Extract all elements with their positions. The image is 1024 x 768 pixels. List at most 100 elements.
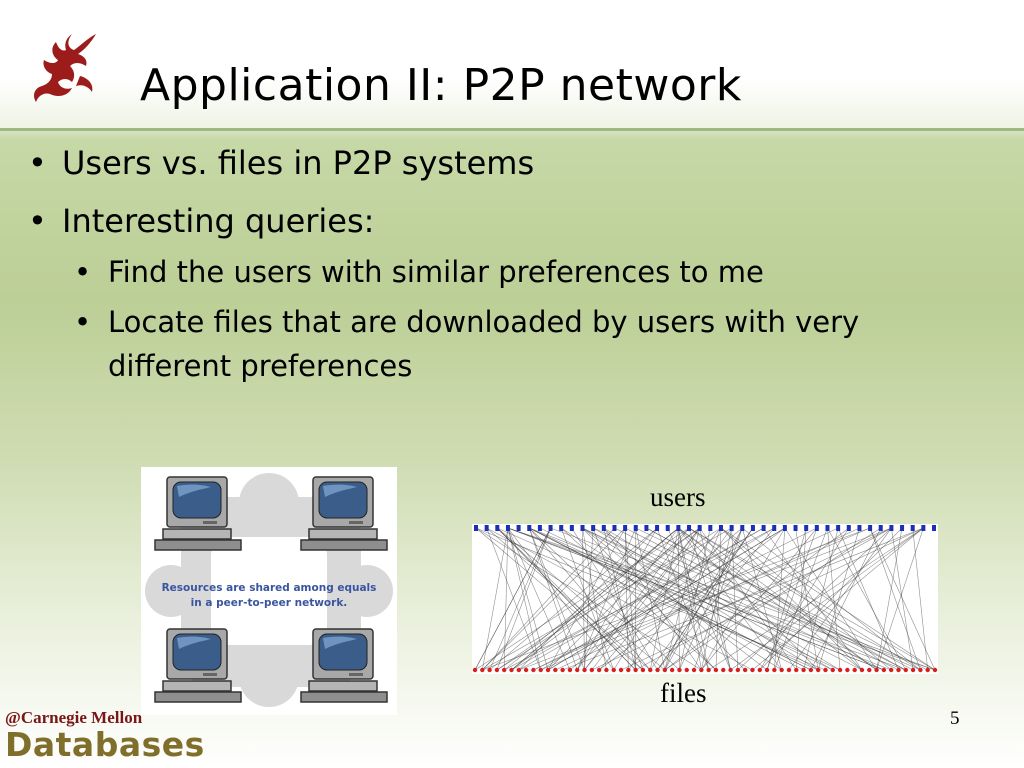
bipartite-graph: [472, 524, 938, 674]
file-node: [786, 667, 792, 673]
graph-edge: [912, 527, 928, 671]
graph-edge: [603, 527, 702, 671]
user-node: [601, 525, 606, 531]
file-node: [742, 667, 748, 673]
user-node: [548, 525, 553, 531]
graph-edge: [561, 527, 782, 671]
file-node: [845, 667, 850, 673]
graph-edge: [582, 527, 819, 671]
file-node: [538, 667, 543, 673]
user-node: [655, 525, 660, 531]
user-node: [793, 525, 798, 531]
graph-edge: [529, 527, 804, 671]
graph-edge: [876, 527, 924, 671]
file-node: [764, 667, 770, 673]
graph-edge: [720, 527, 863, 671]
graph-edge: [699, 527, 731, 671]
graph-edge: [555, 527, 860, 671]
bullet-glyph: •: [74, 305, 92, 339]
graph-edge: [766, 527, 807, 671]
graph-edge: [529, 527, 812, 671]
graph-edge: [576, 527, 637, 671]
p2p-network-image: Resources are shared among equals in a p…: [141, 467, 397, 715]
file-node: [618, 667, 624, 673]
file-node: [801, 667, 806, 673]
page-number: 5: [950, 708, 960, 729]
user-node: [857, 525, 862, 531]
user-node: [740, 525, 745, 531]
file-node: [567, 667, 573, 673]
cmu-logo-text: @Carnegie Mellon: [5, 708, 143, 727]
graph-edge: [664, 527, 700, 671]
user-node: [580, 525, 585, 531]
graph-edge: [679, 527, 711, 671]
graph-edge: [598, 527, 722, 671]
file-node: [640, 667, 646, 673]
graph-edge: [576, 527, 658, 671]
file-node: [713, 667, 719, 673]
user-node: [878, 525, 883, 531]
file-node: [582, 667, 587, 673]
graph-edge: [486, 527, 541, 671]
graph-edge: [582, 527, 607, 671]
file-node: [509, 667, 514, 673]
graph-edge: [504, 527, 679, 671]
graph-edge: [518, 527, 658, 671]
graph-edge: [688, 527, 936, 671]
sub-bullet-item: • Find the users with similar preference…: [74, 250, 988, 294]
file-node: [881, 667, 887, 673]
graph-edge: [646, 527, 914, 671]
graph-edge: [795, 527, 819, 671]
graph-edge: [810, 527, 882, 671]
graph-edge: [507, 527, 884, 671]
graph-edge: [582, 527, 717, 671]
computer-icon: [300, 476, 388, 551]
graph-edge: [678, 527, 782, 671]
graph-edge: [715, 527, 722, 671]
user-node: [729, 525, 734, 531]
file-node: [757, 667, 762, 673]
files-label: files: [660, 678, 707, 708]
file-node: [669, 667, 675, 673]
graph-edge: [759, 527, 850, 671]
graph-edge: [693, 527, 743, 671]
file-node: [874, 667, 879, 673]
graph-edge: [474, 527, 551, 671]
file-node: [721, 667, 726, 673]
file-node: [480, 667, 485, 673]
user-node: [527, 525, 532, 531]
graph-edge: [593, 527, 833, 671]
user-node: [836, 525, 841, 531]
graph-edge: [529, 527, 892, 671]
file-node: [735, 667, 741, 673]
graph-edge: [529, 527, 841, 671]
graph-edge: [507, 527, 614, 671]
graph-edge: [569, 527, 743, 671]
graph-edge: [646, 527, 906, 671]
file-node: [852, 667, 857, 673]
databases-logo-text: Databases: [5, 725, 205, 764]
file-node: [837, 667, 843, 673]
graph-edge: [482, 527, 509, 671]
file-node: [502, 667, 507, 673]
graph-edge: [699, 527, 797, 671]
graph-edge: [489, 527, 658, 671]
file-node: [794, 667, 799, 673]
graph-edge: [741, 527, 782, 671]
graph-edge: [497, 527, 636, 671]
graph-edge: [620, 527, 924, 671]
graph-edge: [759, 527, 903, 671]
graph-edge: [649, 527, 754, 671]
graph-edge: [678, 527, 702, 671]
graph-edge: [511, 527, 700, 671]
file-node: [604, 667, 609, 673]
graph-edge: [503, 527, 509, 671]
user-node: [750, 525, 755, 531]
graph-edge: [635, 527, 928, 671]
graph-edge: [649, 527, 679, 671]
graph-edge: [474, 527, 690, 671]
graph-edge: [511, 527, 679, 671]
user-node: [474, 525, 478, 531]
graph-edge: [475, 527, 702, 671]
user-node: [537, 525, 542, 531]
